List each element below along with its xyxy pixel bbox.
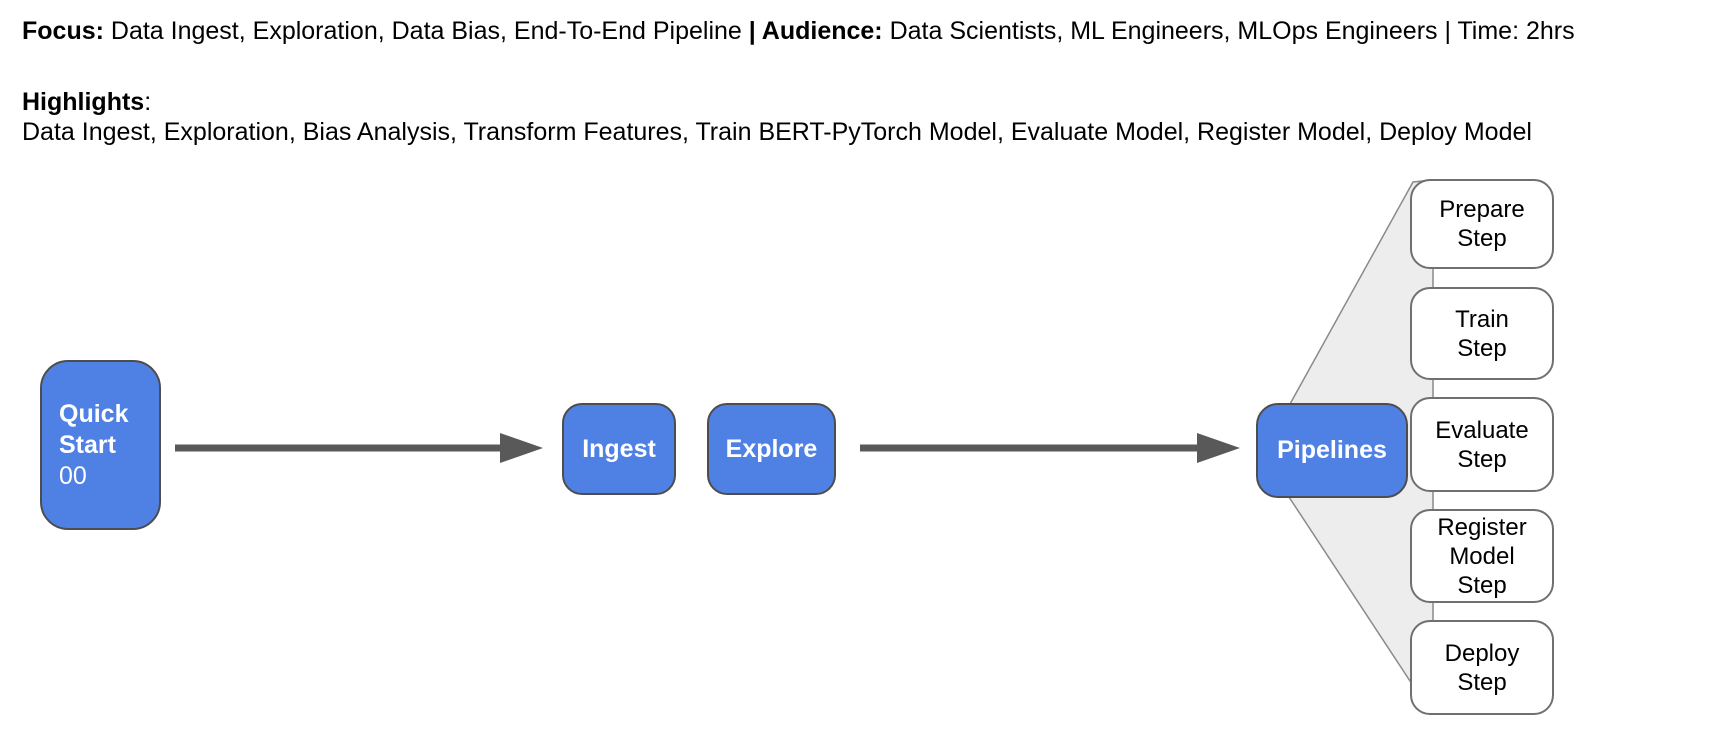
quick-start-title: Quick Start [59, 399, 129, 459]
quick-start-number: 00 [59, 461, 87, 490]
step-node-train: Train Step [1410, 287, 1554, 380]
focus-label: Focus: [22, 17, 104, 45]
step-node-evaluate: Evaluate Step [1410, 397, 1554, 492]
highlights-text: Data Ingest, Exploration, Bias Analysis,… [22, 118, 1532, 146]
arrow-quickstart-to-ingest [175, 433, 543, 463]
highlights-colon: : [144, 88, 152, 116]
node-pipelines: Pipelines [1256, 403, 1408, 498]
quick-start-text: Quick Start 00 [59, 399, 159, 492]
focus-text: Data Ingest, Exploration, Data Bias, End… [103, 17, 749, 45]
step-node-deploy: Deploy Step [1410, 620, 1554, 715]
highlights-heading: Highlights: [22, 87, 151, 117]
node-ingest: Ingest [562, 403, 676, 495]
node-quick-start: Quick Start 00 [40, 360, 161, 530]
step-node-prepare: Prepare Step [1410, 179, 1554, 269]
arrow-explore-to-pipelines [860, 433, 1240, 463]
highlights-label: Highlights [22, 88, 145, 116]
audience-label: | Audience: [748, 17, 883, 45]
node-explore: Explore [707, 403, 836, 495]
focus-line: Focus: Data Ingest, Exploration, Data Bi… [22, 16, 1575, 46]
step-node-register-model: Register Model Step [1410, 509, 1554, 603]
audience-text: Data Scientists, ML Engineers, MLOps Eng… [882, 17, 1575, 45]
